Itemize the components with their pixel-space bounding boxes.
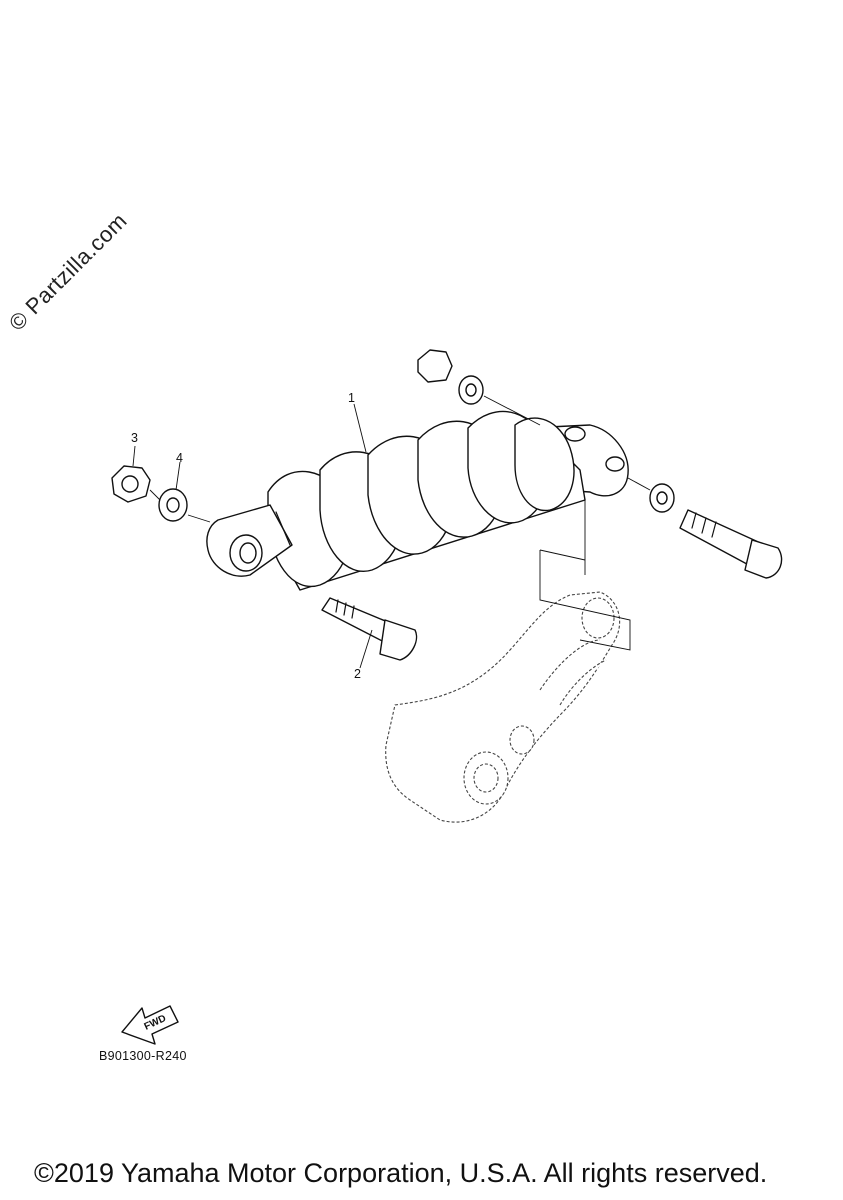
- callout-2: 2: [354, 667, 361, 681]
- diagram-reference-code: B901300-R240: [99, 1049, 187, 1063]
- part-3-nut: [111, 465, 151, 503]
- upper-mount-reference-box: [539, 500, 631, 651]
- callout-leaders: [132, 403, 373, 669]
- upper-mount-hardware: [417, 349, 783, 579]
- callout-4: 4: [176, 451, 183, 465]
- part-4-washer: [158, 488, 188, 522]
- part-2-bolt: [321, 597, 418, 661]
- relay-arm-outline: [385, 591, 621, 823]
- copyright-notice: ©2019 Yamaha Motor Corporation, U.S.A. A…: [34, 1158, 768, 1188]
- rear-shock-diagram: FWD: [111, 349, 783, 1045]
- callout-3: 3: [131, 431, 138, 445]
- rear-shock-absorber: [206, 410, 629, 591]
- fwd-arrow-icon: FWD: [121, 1005, 179, 1045]
- callout-1: 1: [348, 391, 355, 405]
